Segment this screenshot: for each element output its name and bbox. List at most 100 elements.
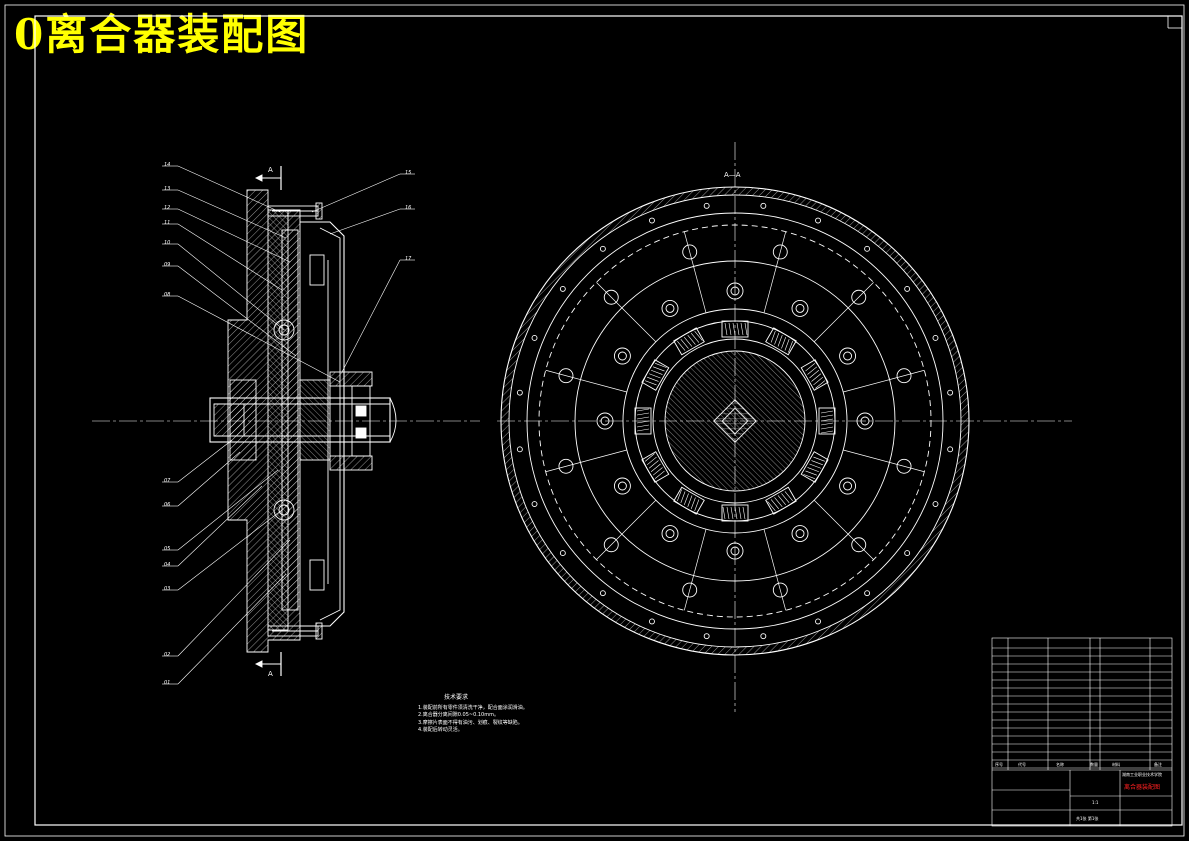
rim-hole (649, 618, 655, 625)
tech-req-item: 1.装配前所有零件须清洗干净，配合面涂润滑油。 (418, 704, 528, 711)
rim-hole (703, 202, 710, 209)
pin-hole (558, 368, 574, 384)
pin-hole (558, 458, 574, 474)
rim-hole (531, 501, 538, 507)
bolt-hole (661, 525, 679, 543)
damper-spring (800, 451, 829, 483)
bolt-hole (860, 416, 870, 426)
section-view-label: A—A (724, 171, 741, 179)
col-header: 序号 (995, 762, 1003, 767)
bolt-hole (726, 542, 744, 560)
bolt-hole (665, 303, 675, 313)
pin-hole (896, 368, 912, 384)
bolt-hole (843, 481, 853, 491)
bolt-hole (617, 351, 627, 361)
col-header: 代号 (1018, 762, 1026, 767)
part-callout-label: 02 (164, 652, 171, 658)
segment-divider (843, 369, 925, 393)
bolt-hole (730, 286, 740, 296)
part-callout-label: 13 (164, 186, 171, 192)
pin-hole (682, 244, 698, 260)
front-view (497, 142, 1072, 712)
section-view (92, 166, 480, 676)
segment-divider (843, 449, 925, 473)
bolt-hole (791, 299, 809, 317)
segment-divider (763, 529, 787, 611)
damper-spring (634, 407, 652, 435)
bolt-hole (596, 412, 614, 430)
part-callout-label: 07 (164, 478, 171, 484)
col-header: 数量 (1090, 762, 1098, 767)
part-callout-label: 01 (164, 680, 171, 686)
rim-hole (559, 285, 566, 292)
pin-hole (851, 537, 867, 553)
rim-hole (599, 245, 606, 252)
damper-spring (641, 359, 670, 391)
damper-spring (673, 486, 705, 515)
drawing-title: 0离合器装配图 (14, 10, 310, 59)
segment-divider (763, 231, 787, 313)
segment-divider (545, 449, 627, 473)
inner-frame (34, 15, 1183, 826)
part-callout-label: 12 (164, 205, 171, 211)
rim-hole (947, 389, 954, 396)
bolt-hole (665, 529, 675, 539)
col-header: 名称 (1056, 762, 1064, 767)
sheet-info: 共1张 第1张 (1076, 816, 1099, 821)
part-callout-label: 15 (405, 170, 412, 176)
part-callout-label: 06 (164, 502, 171, 508)
section-label-top: A (268, 166, 273, 174)
bolt-hole (791, 525, 809, 543)
segment-divider (813, 282, 874, 343)
rim-hole (599, 590, 606, 597)
bolt-hole (839, 347, 857, 365)
part-callout-label: 11 (164, 220, 171, 226)
pin-hole (896, 458, 912, 474)
bolt-hole (795, 529, 805, 539)
bolt-hole (600, 416, 610, 426)
rim-hole (904, 285, 911, 292)
rim-hole (815, 618, 821, 625)
damper-spring (800, 359, 829, 391)
part-callout-label: 05 (164, 546, 171, 552)
segment-divider (683, 529, 707, 611)
rim-hole (516, 389, 523, 396)
part-callout-label: 16 (405, 205, 412, 211)
drawing-name: 离合器装配图 (1124, 784, 1161, 791)
part-callout-label: 09 (164, 262, 171, 268)
damper-spring (765, 486, 797, 515)
rim-hole (864, 590, 871, 597)
rim-hole (947, 446, 954, 453)
pin-hole (603, 289, 619, 305)
rim-hole (932, 501, 939, 507)
part-callout-label: 04 (164, 562, 171, 568)
rim-hole (649, 217, 655, 224)
pin-hole (682, 582, 698, 598)
rim-hole (760, 633, 767, 640)
tech-req-heading: 技术要求 (444, 694, 469, 701)
rim-hole (815, 217, 821, 224)
segment-divider (683, 231, 707, 313)
school-name: 湖南工业职业技术学院 (1122, 772, 1162, 777)
segment-divider (813, 499, 874, 560)
bolt-hole (726, 282, 744, 300)
scale: 1:1 (1092, 800, 1099, 805)
tech-req-item: 4.装配后转动灵活。 (418, 727, 463, 733)
pin-hole (772, 582, 788, 598)
bolt-hole (613, 347, 631, 365)
part-callout-label: 03 (164, 586, 171, 592)
damper-spring (673, 327, 705, 356)
part-callout-label: 10 (164, 240, 171, 246)
rim-hole (703, 633, 710, 640)
pin-hole (772, 244, 788, 260)
rim-hole (516, 446, 523, 453)
rim-hole (531, 335, 538, 341)
damper-spring (641, 451, 670, 483)
col-header: 材料 (1112, 762, 1120, 767)
leader-lines (162, 165, 415, 685)
part-callout-label: 17 (405, 256, 412, 262)
bolt-hole (617, 481, 627, 491)
title-block (991, 637, 1173, 827)
damper-spring (721, 504, 749, 522)
